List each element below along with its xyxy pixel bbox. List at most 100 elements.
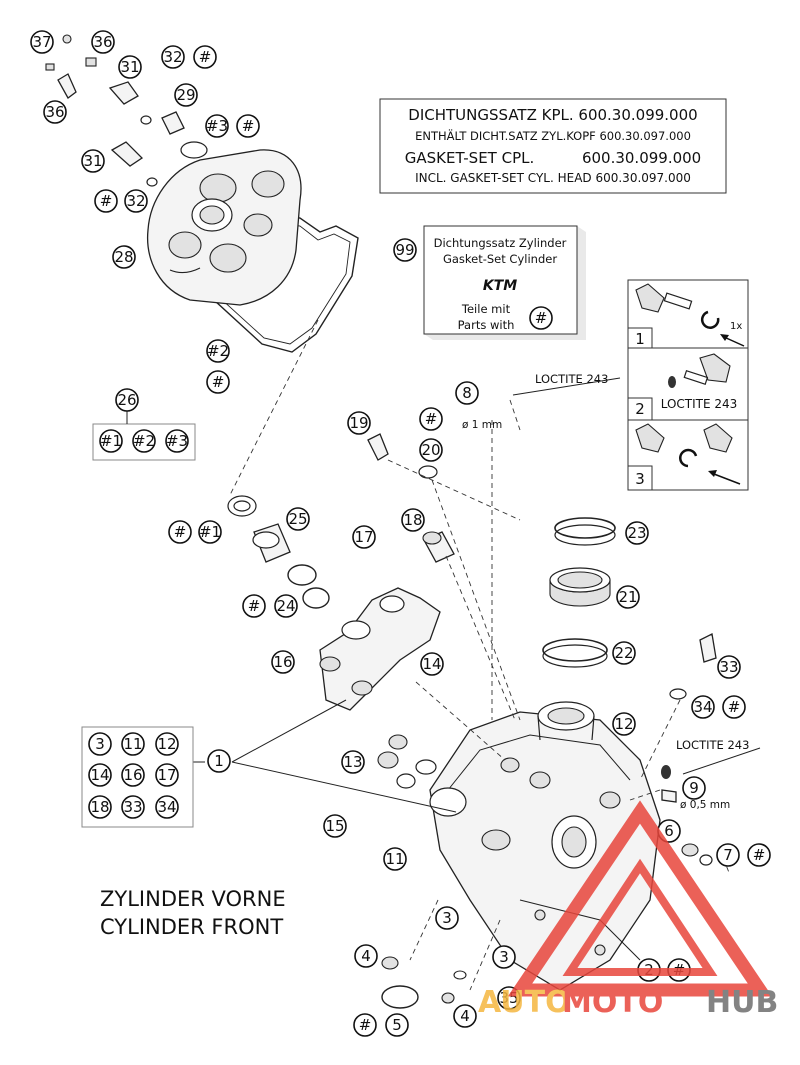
callout-9: 9 xyxy=(682,776,706,800)
svg-text:#: # xyxy=(242,117,255,135)
svg-text:#1: #1 xyxy=(199,523,221,541)
svg-text:32: 32 xyxy=(163,48,182,66)
svg-text:14: 14 xyxy=(90,766,109,784)
caption-german: ZYLINDER VORNE xyxy=(100,887,286,911)
callout-hash2-cover: #2 xyxy=(206,339,230,363)
svg-text:8: 8 xyxy=(462,384,472,402)
svg-text:17: 17 xyxy=(157,766,176,784)
callout-31a: 31 xyxy=(118,55,142,79)
callout-hash3-top: #3 xyxy=(205,114,229,138)
gasket-line-1: DICHTUNGSSATZ KPL. 600.30.099.000 xyxy=(408,106,697,124)
callout-hash-20: # xyxy=(419,407,443,431)
svg-text:99: 99 xyxy=(395,241,414,259)
cyl-gasket-line-3: Teile mit xyxy=(461,302,511,316)
svg-text:4: 4 xyxy=(361,947,371,965)
svg-text:11: 11 xyxy=(385,850,404,868)
svg-text:28: 28 xyxy=(114,248,133,266)
svg-text:#: # xyxy=(100,192,113,210)
svg-text:#1: #1 xyxy=(100,432,122,450)
step-1-label: 1 xyxy=(635,330,645,348)
svg-text:15: 15 xyxy=(325,817,344,835)
svg-text:5: 5 xyxy=(392,1016,402,1034)
svg-text:31: 31 xyxy=(120,58,139,76)
callout-hash-32b: # xyxy=(94,189,118,213)
step-3-label: 3 xyxy=(635,470,645,488)
svg-text:#2: #2 xyxy=(207,342,229,360)
callout-29: 29 xyxy=(174,83,198,107)
svg-text:32: 32 xyxy=(126,192,145,210)
loctite-label-9: LOCTITE 243 xyxy=(676,738,749,752)
callout-4b: 4 xyxy=(453,1004,477,1028)
callout-24: 24 xyxy=(274,594,298,618)
bucket-parts xyxy=(227,433,717,1009)
callout-hash-7: # xyxy=(747,843,771,867)
callout-14: 14 xyxy=(420,652,444,676)
callout-hash-24: # xyxy=(242,594,266,618)
svg-text:1: 1 xyxy=(214,752,224,770)
svg-text:11: 11 xyxy=(123,735,142,753)
svg-text:36: 36 xyxy=(93,33,112,51)
group-1-member-3: 3 xyxy=(88,732,112,756)
svg-text:12: 12 xyxy=(614,715,633,733)
svg-text:16: 16 xyxy=(273,653,292,671)
svg-text:16: 16 xyxy=(123,766,142,784)
svg-text:37: 37 xyxy=(32,33,51,51)
group-1-member-16: 16 xyxy=(121,763,145,787)
valve-cover xyxy=(146,149,359,353)
callout-21: 21 xyxy=(616,585,640,609)
callout-7: 7 xyxy=(716,843,740,867)
cyl-gasket-line-1: Dichtungssatz Zylinder xyxy=(434,236,567,250)
callout-32a: 32 xyxy=(161,45,185,69)
callout-36a: 36 xyxy=(91,30,115,54)
callout-18: 18 xyxy=(401,508,425,532)
svg-text:17: 17 xyxy=(354,528,373,546)
svg-text:33: 33 xyxy=(719,658,738,676)
leader-lines xyxy=(193,377,761,813)
callout-25: 25 xyxy=(286,507,310,531)
svg-text:#: # xyxy=(425,410,438,428)
callout-hash3-group: #3 xyxy=(165,429,189,453)
callout-hash-25: # xyxy=(168,520,192,544)
gasket-line-4: INCL. GASKET-SET CYL. HEAD 600.30.097.00… xyxy=(415,171,691,185)
callout-hash-top: # xyxy=(236,114,260,138)
callout-13: 13 xyxy=(341,750,365,774)
callout-32b: 32 xyxy=(124,189,148,213)
watermark-auto: AUTO xyxy=(478,985,571,1020)
callout-3a: 3 xyxy=(435,906,459,930)
watermark-hub: HUB xyxy=(706,985,778,1020)
svg-text:21: 21 xyxy=(618,588,637,606)
cam-carrier xyxy=(319,587,441,711)
callout-33: 33 xyxy=(717,655,741,679)
callout-34: 34 xyxy=(691,695,715,719)
svg-text:14: 14 xyxy=(422,655,441,673)
callout-hash1-group: #1 xyxy=(99,429,123,453)
svg-text:20: 20 xyxy=(421,441,440,459)
callout-12: 12 xyxy=(612,712,636,736)
loctite-label-8: LOCTITE 243 xyxy=(535,372,608,386)
callout-20: 20 xyxy=(419,438,443,462)
svg-text:#: # xyxy=(753,846,766,864)
group-1-member-18: 18 xyxy=(88,795,112,819)
gasket-line-3: GASKET-SET CPL. 600.30.099.000 xyxy=(405,149,701,167)
group-1-member-33: 33 xyxy=(121,795,145,819)
dimension-9: ø 0,5 mm xyxy=(680,799,730,811)
group-1-member-14: 14 xyxy=(88,763,112,787)
svg-text:#: # xyxy=(359,1016,372,1034)
svg-text:29: 29 xyxy=(176,86,195,104)
svg-text:4: 4 xyxy=(460,1007,470,1025)
callout-16: 16 xyxy=(271,650,295,674)
svg-text:24: 24 xyxy=(276,597,295,615)
svg-text:36: 36 xyxy=(45,103,64,121)
svg-text:#: # xyxy=(212,373,225,391)
callout-5: 5 xyxy=(385,1013,409,1037)
callout-26: 26 xyxy=(115,388,139,412)
svg-text:#3: #3 xyxy=(166,432,188,450)
caption-english: CYLINDER FRONT xyxy=(100,915,283,939)
svg-text:#: # xyxy=(535,309,548,327)
svg-text:33: 33 xyxy=(123,798,142,816)
callout-hash2-group: #2 xyxy=(132,429,156,453)
ktm-logo: KTM xyxy=(483,278,517,294)
watermark-moto: MOTO xyxy=(562,985,663,1020)
svg-text:31: 31 xyxy=(83,152,102,170)
svg-text:19: 19 xyxy=(349,414,368,432)
